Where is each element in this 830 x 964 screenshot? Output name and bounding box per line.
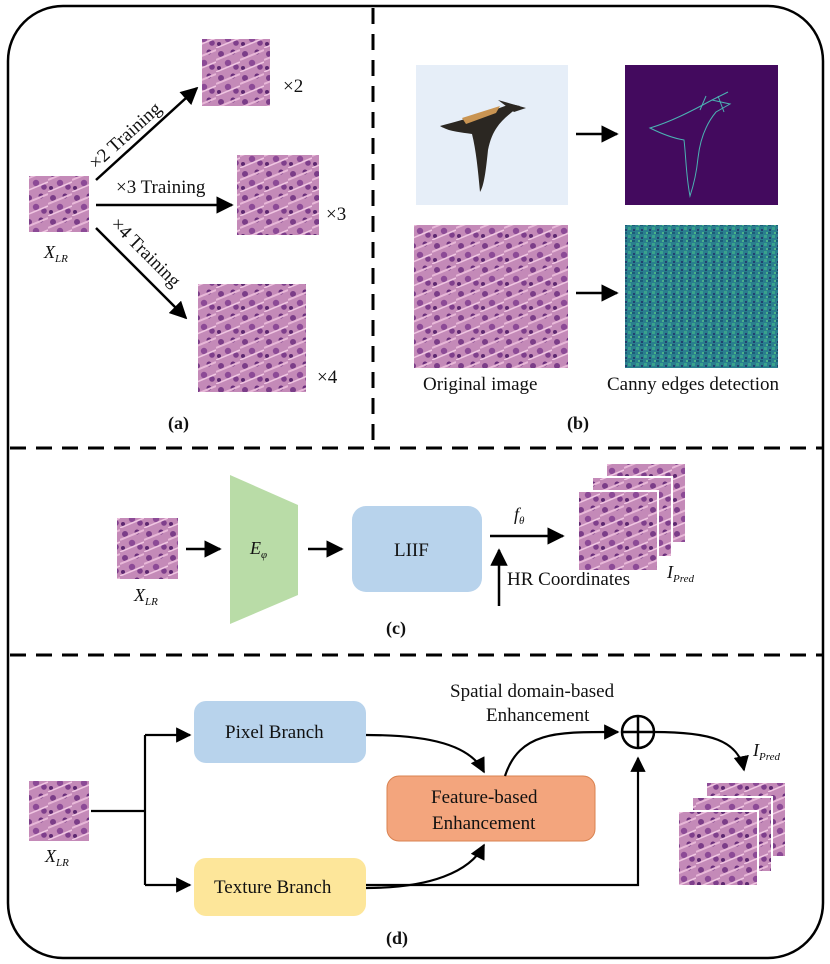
caption-a: (a) [168,413,189,434]
original-image-caption: Original image [423,374,538,395]
arrow-x4 [95,227,188,320]
x3-training-label: ×3 Training [116,177,206,198]
output-x4-image [198,284,306,392]
canny-bird-edges [648,99,732,198]
caption-c: (c) [386,618,406,639]
texture-branch-box [194,858,366,916]
d-xlr-label: XLR [44,846,69,869]
canny-bird-edges-extra [699,91,729,113]
c-xlr-label: XLR [133,585,158,608]
d-output-stack [677,781,787,887]
pixel-branch-box [194,701,366,763]
f-theta-label: fθ [514,504,525,527]
canny-tissue [625,225,778,368]
feature-enhancement-box [386,775,596,842]
xlr-label: XLR [43,242,68,265]
caption-d: (d) [386,928,408,949]
caption-b: (b) [567,413,589,434]
c-output-stack [577,462,687,572]
outer-frame [6,4,825,960]
panel-a: XLR ×2 ×3 ×4 ×2 Training ×3 Training ×4 … [29,39,346,434]
scale-x3-label: ×3 [326,204,346,225]
canny-caption: Canny edges detection [607,374,780,395]
output-x3-image [237,155,319,235]
panel-d: XLR Pixel Branch Texture Branch Feature-… [29,681,787,949]
texture-branch-label: Texture Branch [214,877,332,898]
spatial-label-line2: Enhancement [486,705,590,726]
canny-bird [625,65,778,205]
feature-enhancement-line2: Enhancement [432,813,536,834]
panel-c: XLR Eφ LIIF fθ HR Coordinates IPred (c) [117,462,694,639]
bird-shape [440,100,526,192]
output-x2-image [202,39,270,106]
x2-training-label: ×2 Training [85,98,166,174]
d-ipred-label: IPred [752,740,780,763]
sum-icon [620,714,656,750]
spatial-label-line1: Spatial domain-based [450,681,615,702]
feature-enhancement-line1: Feature-based [431,787,538,808]
encoder-trapezoid [230,475,298,624]
c-ipred-label: IPred [666,562,694,585]
lr-image [29,176,89,232]
arrow-pixel-to-feature [365,733,485,774]
arrow-sum-to-output [653,730,749,772]
arrow-feature-to-sum [503,724,620,777]
arrow-x2 [95,86,199,181]
panel-b: Original image Canny edges detection (b) [414,65,780,434]
arrow-texture-to-sum [366,756,646,887]
scale-x2-label: ×2 [283,76,303,97]
x4-training-label: ×4 Training [106,214,184,292]
pixel-branch-label: Pixel Branch [225,722,324,743]
scale-x4-label: ×4 [317,367,338,388]
liif-box [352,506,482,592]
hr-coordinates-label: HR Coordinates [507,569,630,590]
tissue-original [414,225,568,368]
c-lr-image [117,518,178,579]
d-lr-image [29,781,89,841]
encoder-label: Eφ [249,538,267,561]
liif-label: LIIF [394,540,429,561]
arrow-texture-to-feature [365,843,485,890]
